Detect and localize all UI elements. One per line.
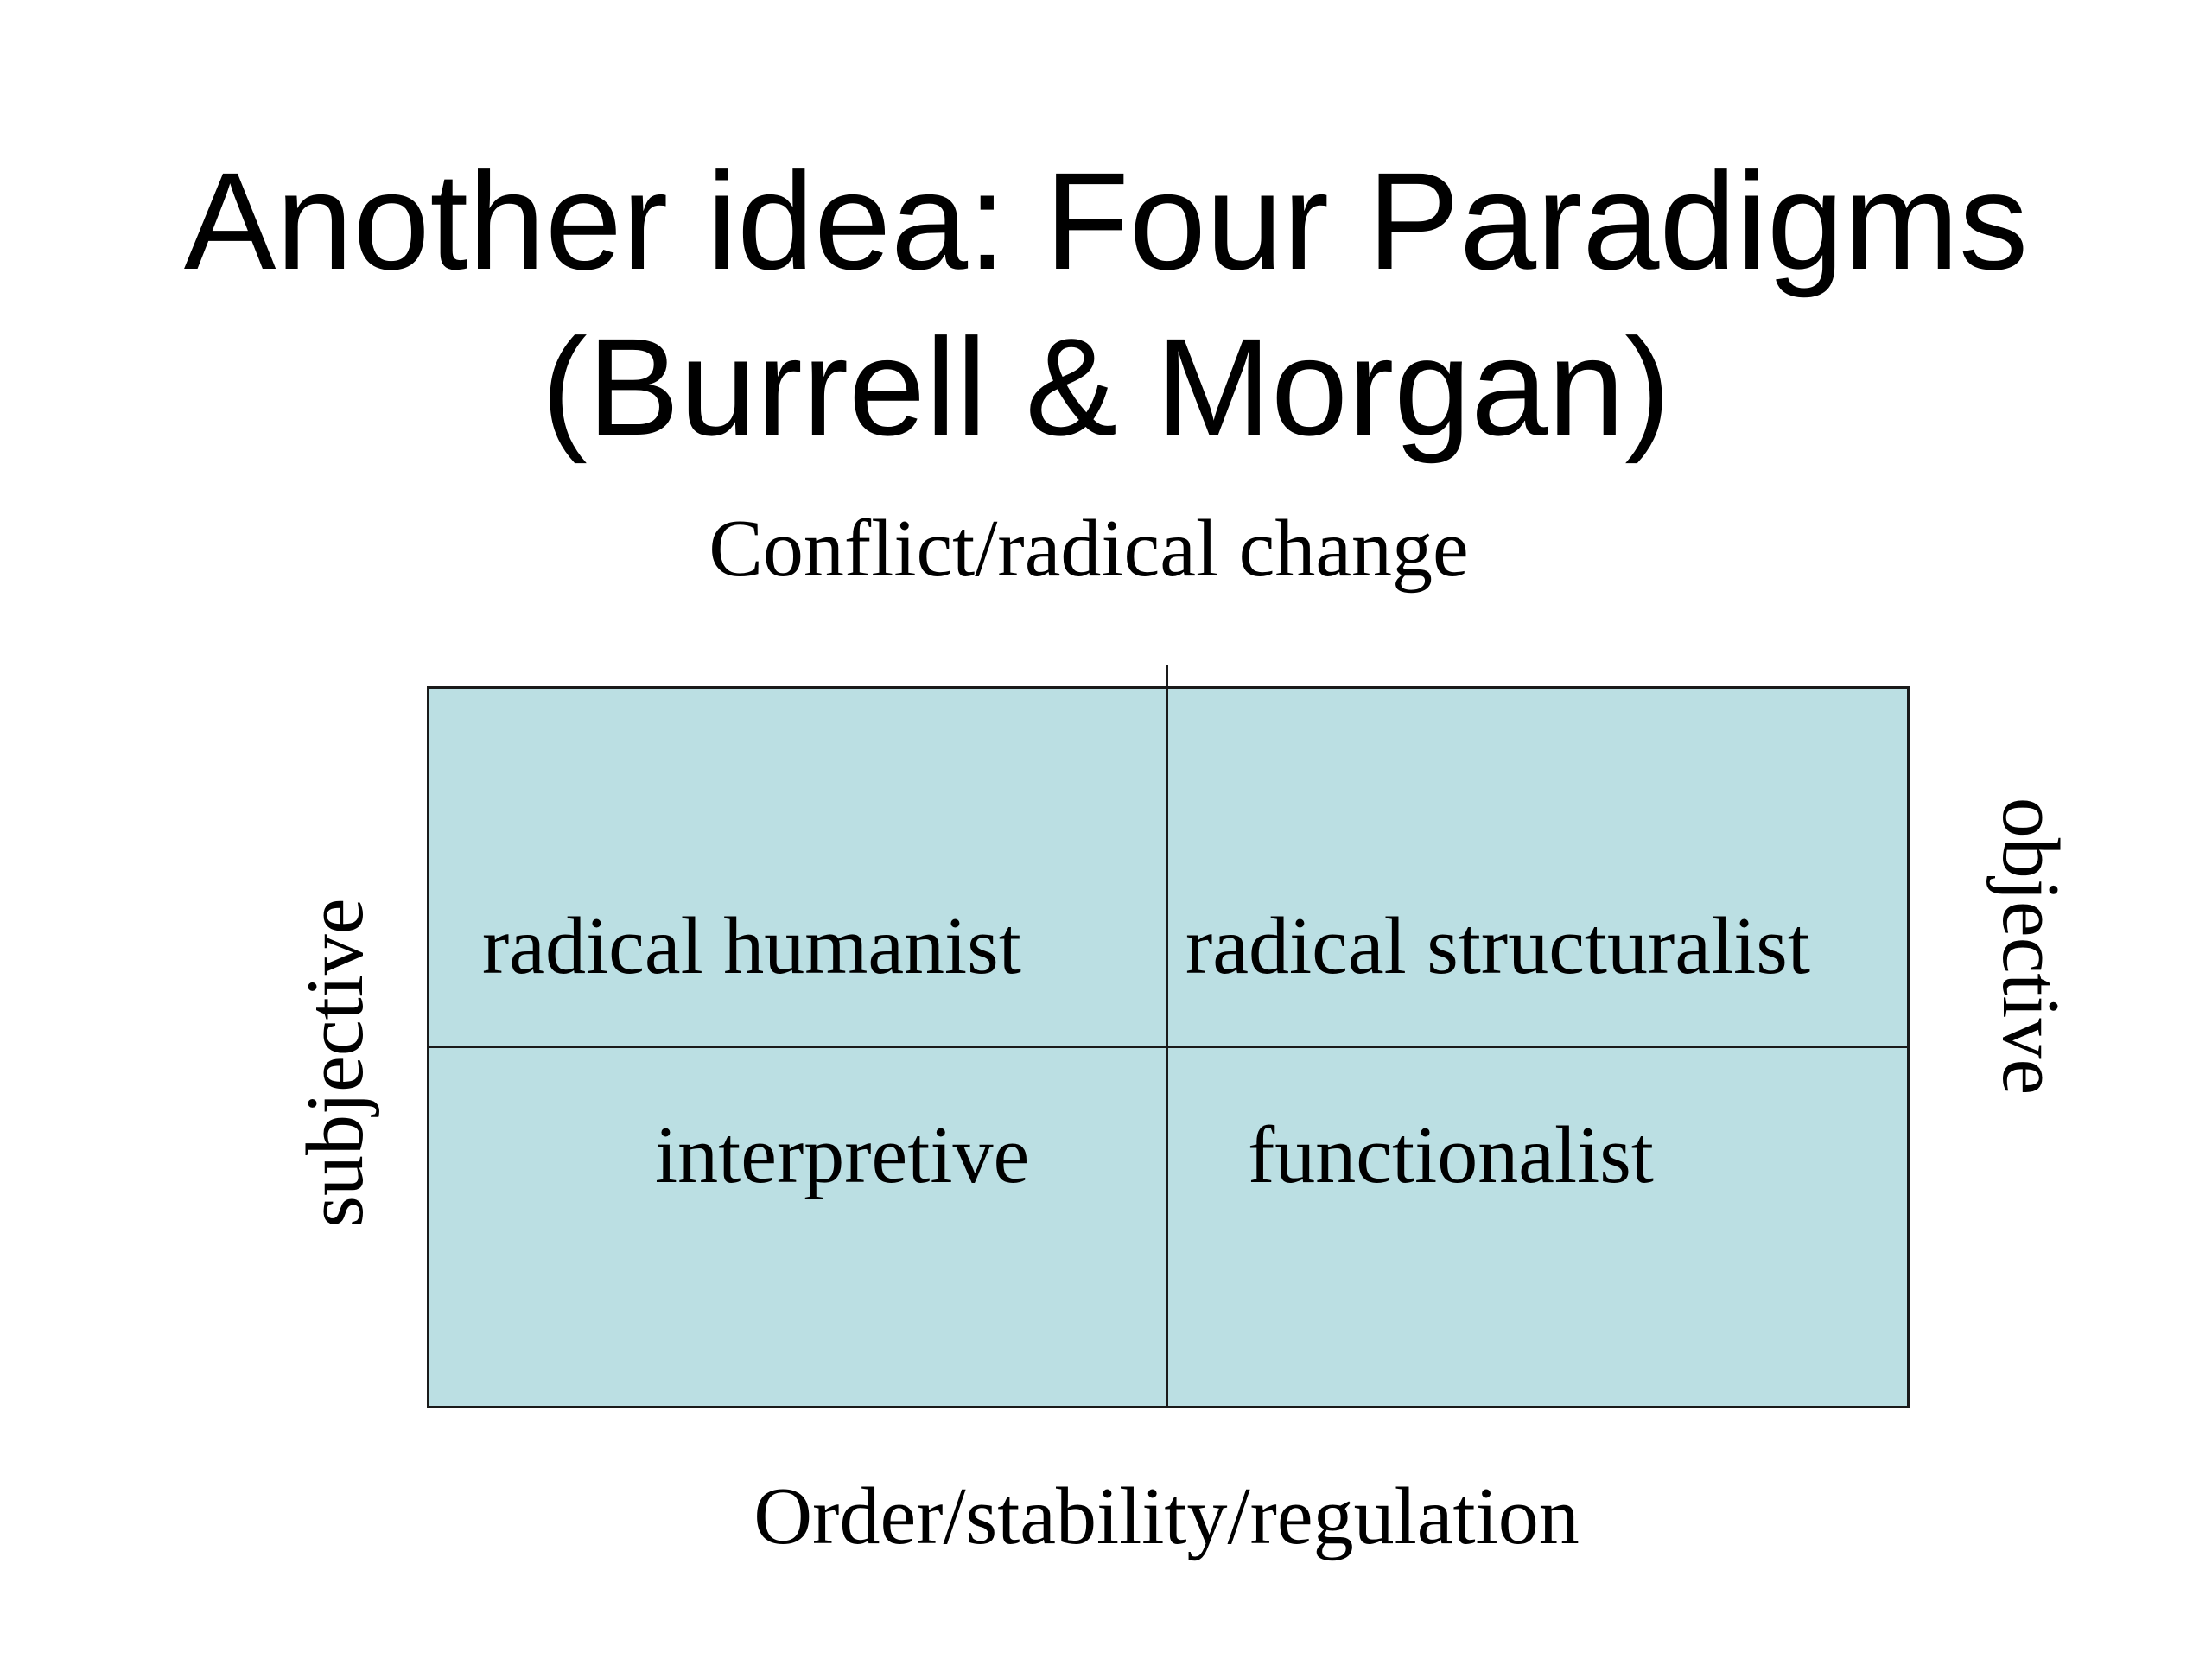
axis-label-top: Conflict/radical change bbox=[709, 504, 1469, 594]
title-line-1: Another idea: Four Paradigms bbox=[183, 143, 2029, 298]
quadrant-functionalist: functionalist bbox=[1248, 1110, 1654, 1200]
slide-title: Another idea: Four Paradigms (Burrell & … bbox=[0, 138, 2212, 470]
quadrant-radical-humanist: radical humanist bbox=[482, 901, 1021, 991]
vertical-axis-line bbox=[1166, 665, 1168, 1408]
horizontal-axis-line bbox=[427, 1046, 1910, 1048]
quadrant-interpretive: interpretive bbox=[655, 1110, 1030, 1200]
quadrant-radical-structuralist: radical structuralist bbox=[1185, 901, 1810, 991]
axis-label-left: subjective bbox=[290, 898, 380, 1228]
axis-label-right: objective bbox=[1986, 797, 2075, 1096]
title-line-2: (Burrell & Morgan) bbox=[541, 309, 1671, 464]
axis-label-bottom: Order/stability/regulation bbox=[753, 1471, 1580, 1561]
